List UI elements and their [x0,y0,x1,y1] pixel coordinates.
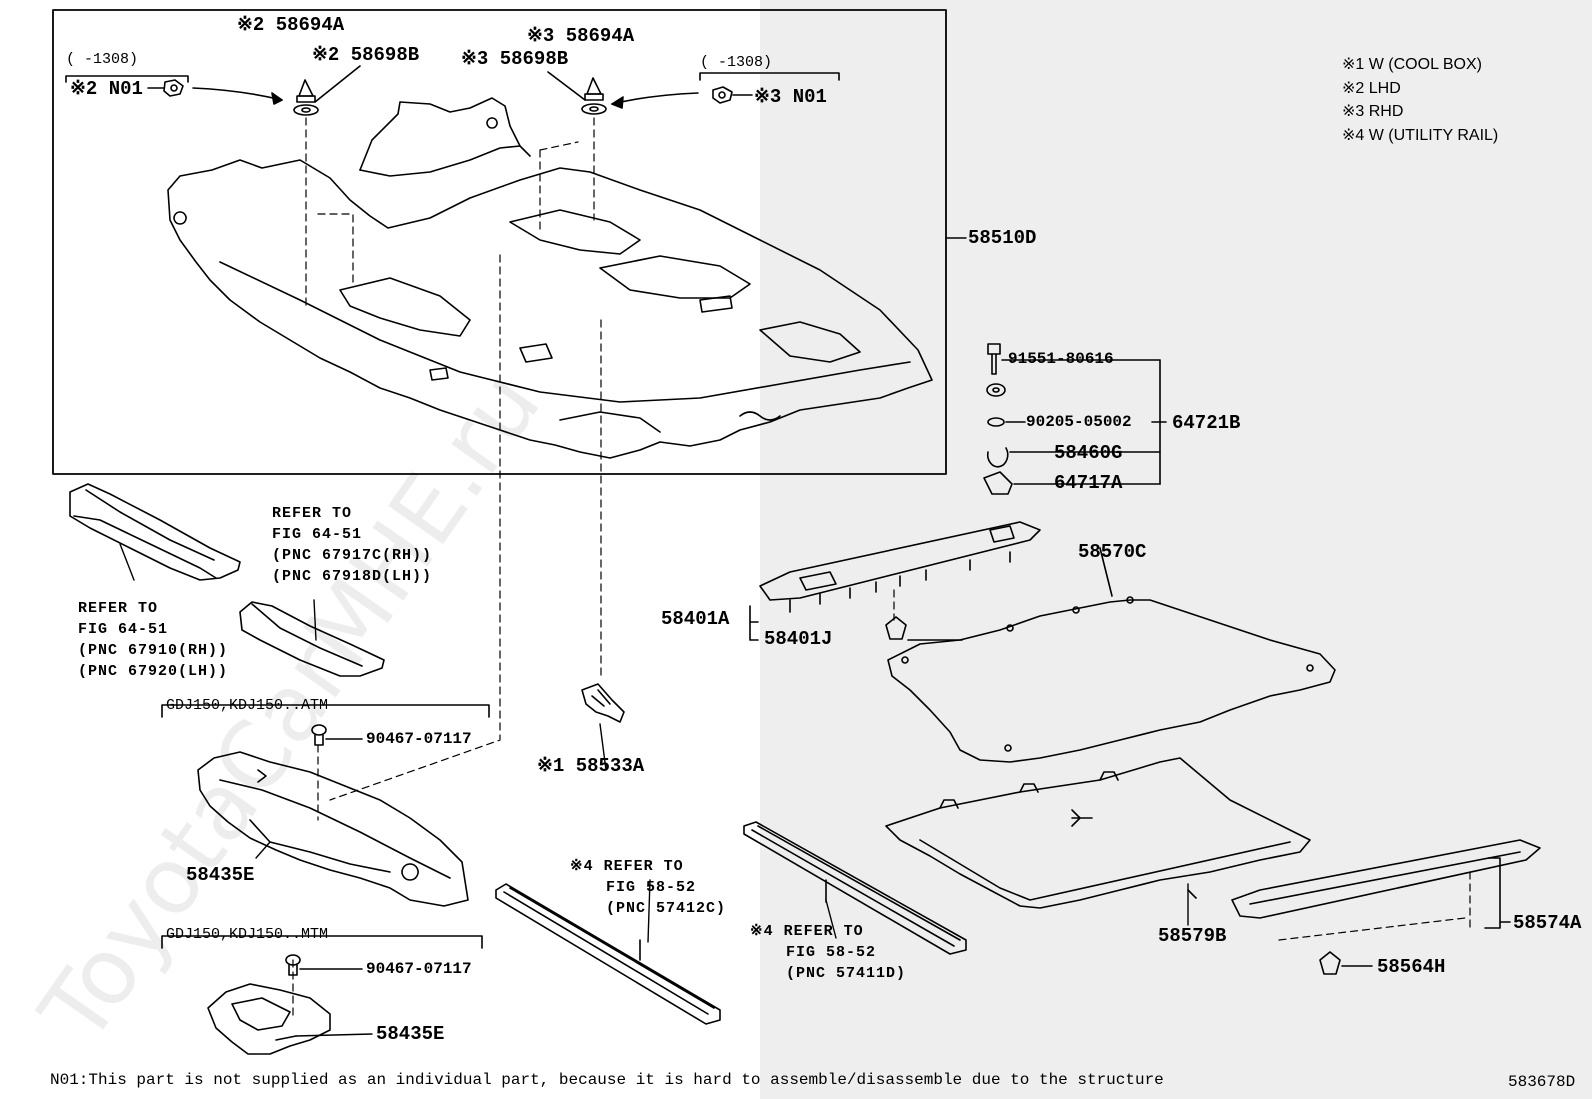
part-label-58570C[interactable]: 58570C [1078,541,1147,563]
ref-line: FIG 64-51 [272,526,363,543]
part-label-58533A[interactable]: ※1 58533A [537,755,645,777]
n01-nut-right [611,86,753,109]
ref-line: (PNC 57412C) [606,900,727,917]
part-label-n01-lhd[interactable]: ※2 N01 [70,78,143,100]
footer-note: N01:This part is not supplied as an indi… [50,1071,1164,1089]
ref-line: ※4 REFER TO [570,858,684,875]
variant-label-atm: GDJ150,KDJ150..ATM [166,697,329,714]
dashed-leaders [292,117,1471,1016]
reference-57411D[interactable]: ※4 REFER TO FIG 58-52 (PNC 57411D) [750,921,906,984]
floor-support-58435E-atm [197,751,469,907]
atm-bracket [161,704,490,718]
rail-58401A [759,521,1041,613]
part-label-64717A[interactable]: 64717A [1054,472,1123,494]
pin-90467-mtm [285,954,363,976]
legend-note-4: ※4 W (UTILITY RAIL) [1342,127,1499,144]
part-label-58435E-atm[interactable]: 58435E [186,864,255,886]
ref-line: (PNC 57411D) [786,965,907,982]
part-label-58694A-rhd[interactable]: ※3 58694A [527,25,635,47]
reference-67910[interactable]: REFER TO FIG 64-51 (PNC 67910(RH)) (PNC … [78,598,228,682]
reference-67917C[interactable]: REFER TO FIG 64-51 (PNC 67917C(RH)) (PNC… [272,503,432,587]
ref-line: (PNC 67920(LH)) [78,663,229,680]
ref-line: ※4 REFER TO [750,923,864,940]
rail-58574A [1231,839,1541,929]
mtm-bracket [161,935,483,949]
range-bracket-right [699,72,840,81]
range-bracket-left [65,75,189,83]
ref-line: (PNC 67917C(RH)) [272,547,433,564]
part-label-58435E-mtm[interactable]: 58435E [376,1023,445,1045]
utility-rail-57412C [495,883,721,1025]
part-label-90467-mtm[interactable]: 90467-07117 [366,960,472,978]
leader-lines [119,237,1189,1037]
ref-line: FIG 64-51 [78,621,169,638]
part-label-58401J[interactable]: 58401J [764,628,833,650]
legend-note-1: ※1 W (COOL BOX) [1342,56,1482,73]
part-label-n01-rhd[interactable]: ※3 N01 [754,86,827,108]
clip-58564H [1319,951,1373,975]
clip-58694A-left [293,65,361,116]
part-label-64721B[interactable]: 64721B [1172,412,1241,434]
part-label-58460G[interactable]: 58460G [1054,442,1123,464]
ref-line: (PNC 67910(RH)) [78,642,229,659]
ref-line: FIG 58-52 [606,879,697,896]
part-label-58574A[interactable]: 58574A [1513,912,1582,934]
legend-note-2: ※2 LHD [1342,80,1401,97]
part-label-58564H[interactable]: 58564H [1377,956,1446,978]
floor-carpet-58510D [167,97,933,459]
part-label-90467-atm[interactable]: 90467-07117 [366,730,472,748]
step-cover-67917C [69,483,241,581]
part-label-58510D[interactable]: 58510D [968,227,1037,249]
n01-nut-left [147,79,283,105]
bracket-58401 [749,605,759,641]
pin-90467-atm [311,724,363,746]
ref-line: FIG 58-52 [786,944,877,961]
floor-support-58435E-mtm [207,983,331,1055]
legend-note-3: ※3 RHD [1342,103,1404,120]
ref-line: REFER TO [78,600,159,617]
variant-label-mtm: GDJ150,KDJ150..MTM [166,926,329,943]
range-label-right: ( -1308) [700,54,773,71]
part-label-58401A[interactable]: 58401A [661,608,730,630]
reference-57412C[interactable]: ※4 REFER TO FIG 58-52 (PNC 57412C) [570,856,726,919]
part-label-58694A-lhd[interactable]: ※2 58694A [237,14,345,36]
bracket-58533A [581,683,625,723]
part-label-91551-80616[interactable]: 91551-80616 [1008,350,1114,368]
part-label-58698B-lhd[interactable]: ※2 58698B [312,44,420,66]
clip-58694A-right [547,71,607,115]
tie-down-hardware [983,343,1167,495]
step-cover-67910 [239,601,385,677]
mat-58570C [887,547,1336,763]
figure-code: 583678D [1508,1073,1576,1091]
range-label-left: ( -1308) [66,51,139,68]
part-label-58698B-rhd[interactable]: ※3 58698B [461,48,569,70]
ref-line: (PNC 67918D(LH)) [272,568,433,585]
ref-line: REFER TO [272,505,353,522]
part-label-58579B[interactable]: 58579B [1158,925,1227,947]
part-label-90205-05002[interactable]: 90205-05002 [1026,413,1132,431]
tray-58579B [885,757,1311,909]
utility-rail-57411D [743,821,967,955]
background-shade [760,0,1592,1099]
clip-58401J [885,616,963,641]
